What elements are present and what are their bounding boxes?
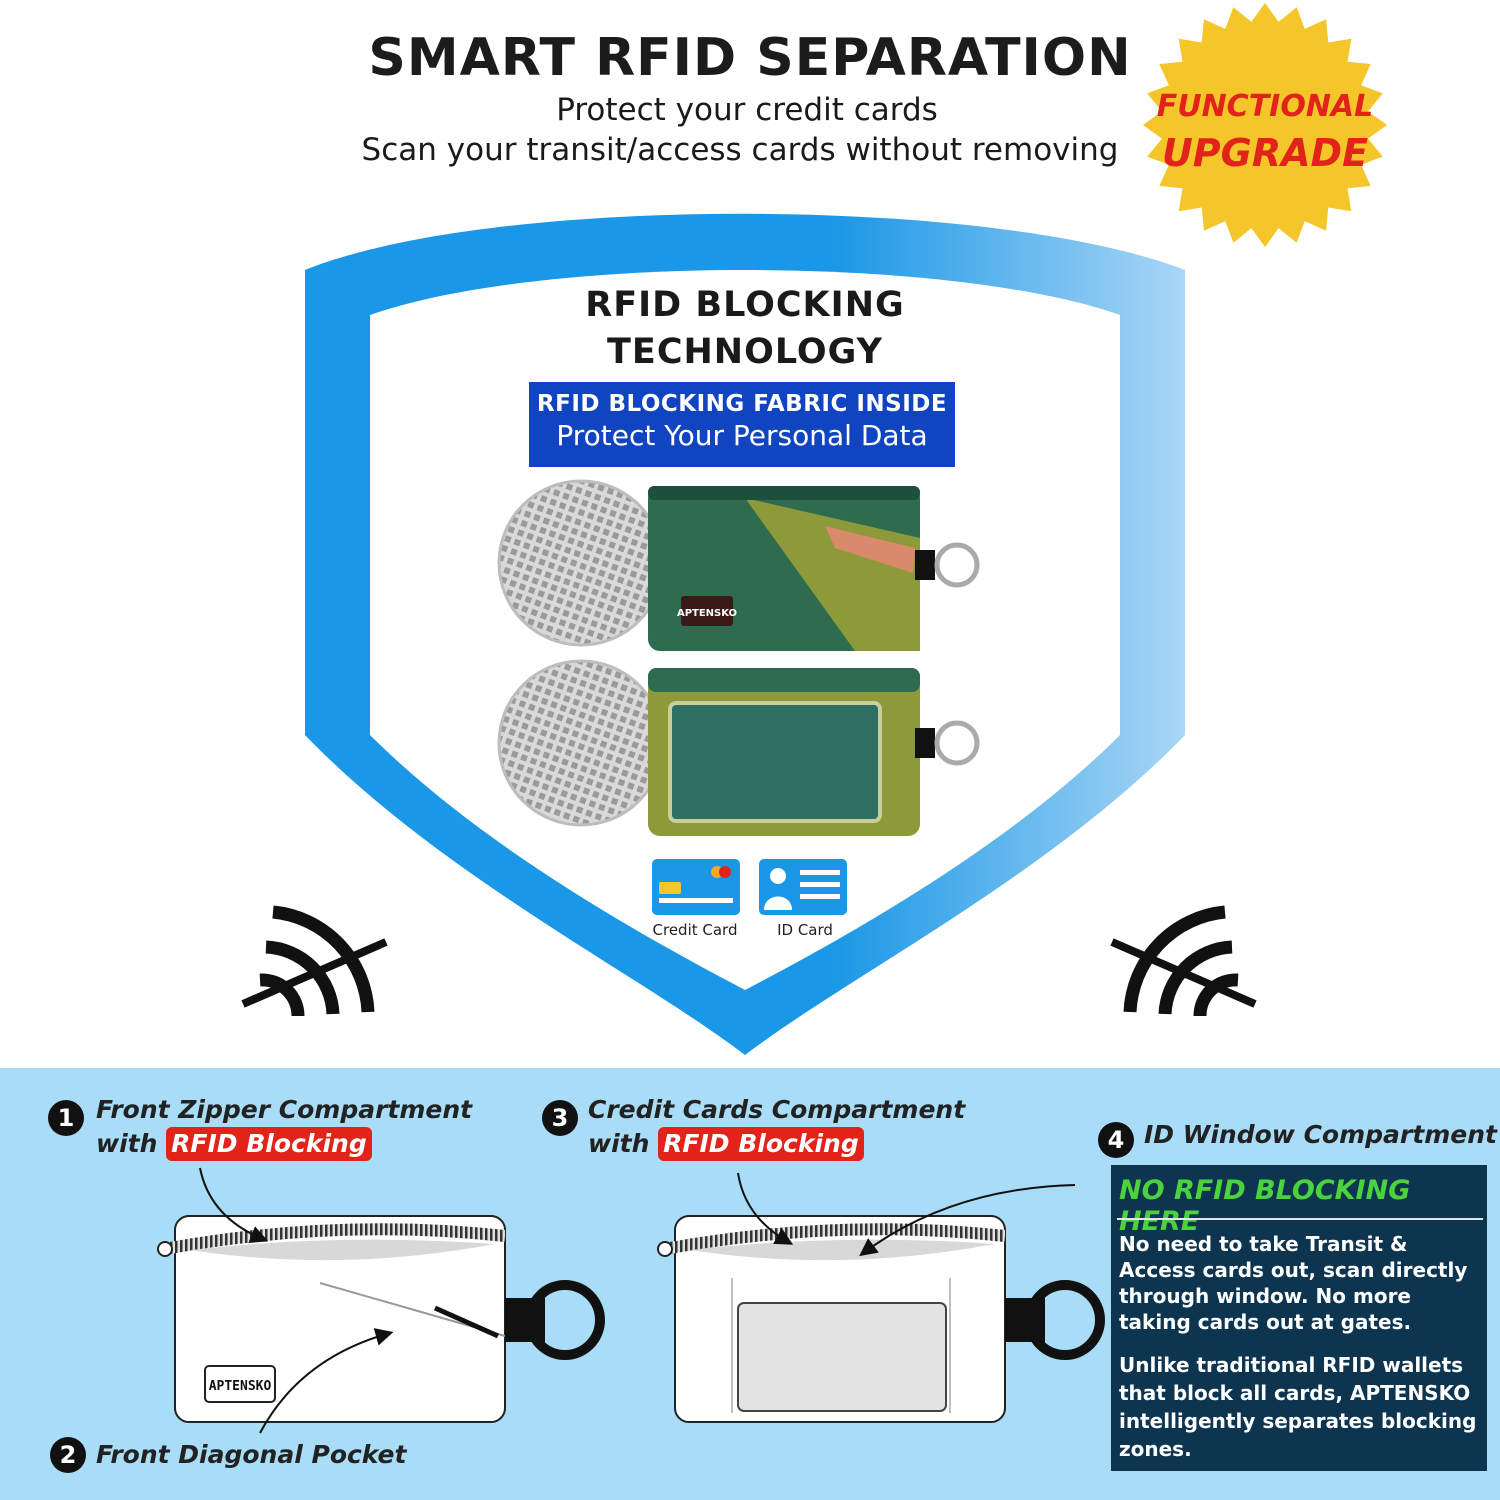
subline-scan: Scan your transit/access cards without r…	[361, 132, 1119, 168]
badge-line-1: FUNCTIONAL	[1157, 89, 1374, 124]
brand-tag	[681, 596, 733, 626]
compartment-2-title: Front Diagonal Pocket	[96, 1440, 407, 1469]
compartment-number-4: 4	[1098, 1122, 1134, 1158]
shield-title-line-2: TECHNOLOGY	[607, 332, 883, 372]
compartment-1-prefix: with	[96, 1129, 158, 1158]
brand-tag-text: APTENSKO	[677, 608, 737, 619]
no-signal-icon	[241, 905, 388, 1017]
id-card-icon	[759, 859, 847, 915]
key-ring-icon	[934, 542, 980, 588]
compartment-1-label: Front Zipper Compartment with RFID Block…	[96, 1093, 472, 1161]
rfid-fabric-closeup	[497, 659, 665, 827]
no-rfid-info-box	[1111, 1165, 1487, 1471]
compartment-3-prefix: with	[588, 1129, 650, 1158]
product-photos: APTENSKO	[497, 479, 980, 836]
fabric-banner-subtitle: Protect Your Personal Data	[556, 419, 928, 452]
pouch-brand-text: APTENSKO	[209, 1379, 272, 1394]
badge-starburst-icon	[1143, 3, 1387, 247]
upgrade-badge: FUNCTIONAL UPGRADE	[1143, 3, 1387, 247]
fabric-banner: RFID BLOCKING FABRIC INSIDE Protect Your…	[529, 382, 955, 467]
info-paragraph-1: No need to take Transit & Access cards o…	[1119, 1232, 1468, 1334]
compartment-number-1: 1	[48, 1100, 84, 1136]
pouch-id-window	[737, 1302, 947, 1412]
info-paragraph-2: Unlike traditional RFID wallets that blo…	[1119, 1353, 1477, 1461]
headline: SMART RFID SEPARATION	[368, 28, 1132, 88]
rfid-blocking-tag: RFID Blocking	[166, 1127, 372, 1161]
subline-protect: Protect your credit cards	[556, 92, 938, 128]
compartment-number-2: 2	[50, 1437, 86, 1473]
shield-title: RFID BLOCKING TECHNOLOGY	[500, 282, 990, 376]
compartment-number-3: 3	[542, 1100, 578, 1136]
compartment-4-title: ID Window Compartment	[1144, 1120, 1497, 1149]
no-rfid-title: NO RFID BLOCKING HERE	[1119, 1175, 1411, 1237]
compartment-1-title: Front Zipper Compartment	[96, 1095, 473, 1124]
compartment-3-label: Credit Cards Compartment with RFID Block…	[588, 1093, 965, 1161]
id-window	[668, 701, 882, 823]
rfid-blocking-tag: RFID Blocking	[658, 1127, 864, 1161]
credit-card-label: Credit Card	[652, 921, 738, 939]
no-signal-icon	[1110, 905, 1257, 1017]
shield-title-line-1: RFID BLOCKING	[585, 285, 905, 325]
key-ring-icon	[934, 720, 980, 766]
pouch-diagrams: APTENSKO	[157, 1167, 1105, 1434]
fabric-banner-title: RFID BLOCKING FABRIC INSIDE	[536, 391, 948, 417]
rfid-fabric-closeup	[497, 479, 665, 647]
credit-card-icon	[652, 859, 740, 915]
info-divider	[1117, 1218, 1483, 1220]
compartment-3-title: Credit Cards Compartment	[588, 1095, 966, 1124]
pouch-front-diagram: APTENSKO	[157, 1167, 605, 1434]
id-card-label: ID Card	[777, 921, 833, 939]
pouch-back-diagram	[657, 1172, 1105, 1423]
badge-line-2: UPGRADE	[1162, 131, 1368, 175]
